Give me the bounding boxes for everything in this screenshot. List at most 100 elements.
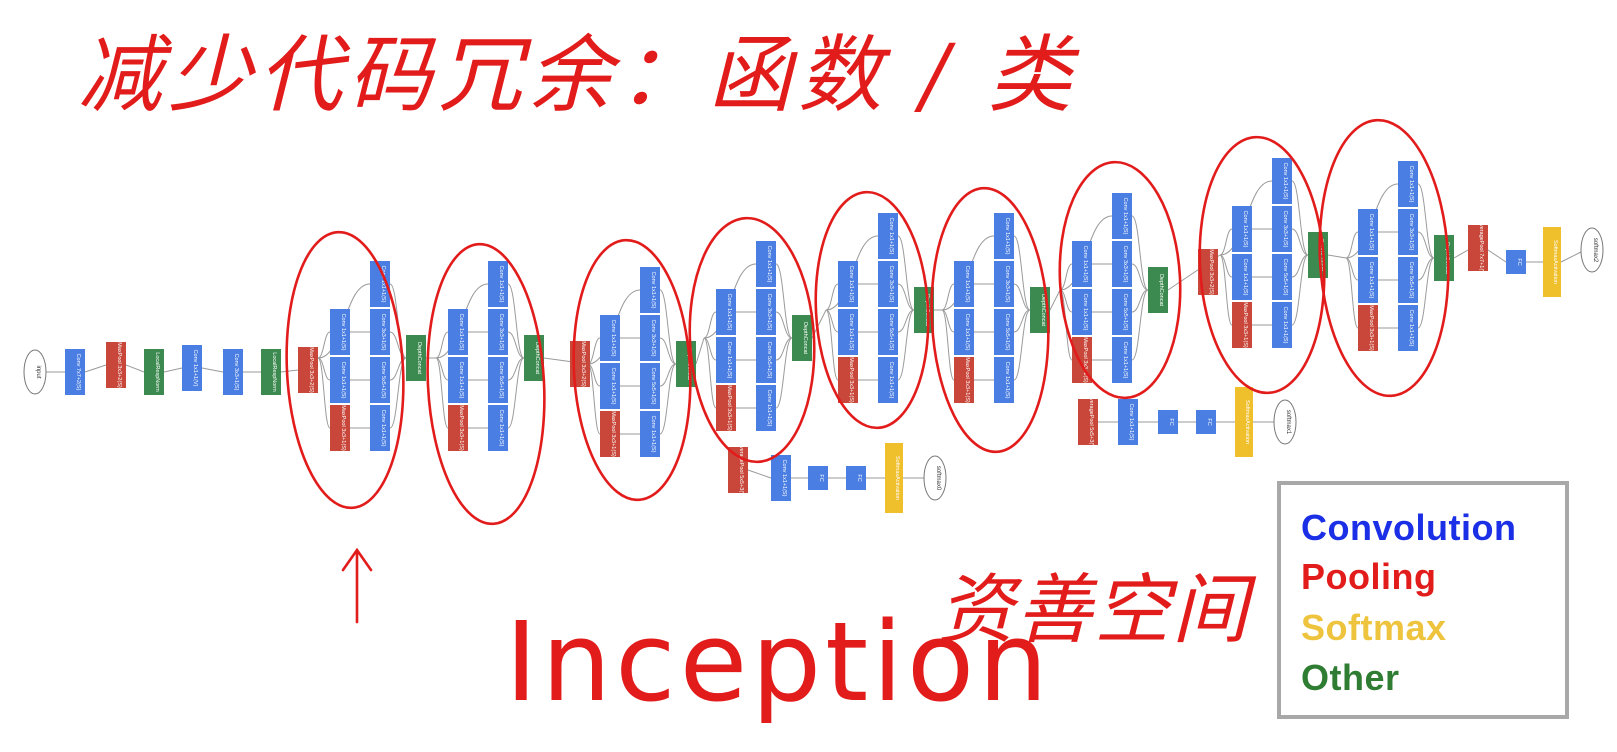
inception-conv-node: Conv 3x3+1(S): [488, 309, 508, 355]
svg-text:Conv 1x1+1(S): Conv 1x1+1(S): [1082, 294, 1088, 331]
edge: [941, 283, 955, 311]
svg-text:LocalRespNorm: LocalRespNorm: [154, 352, 160, 392]
edge: [389, 357, 407, 429]
aux-softmax-node: SoftmaxActivation: [1235, 387, 1253, 457]
depth-concat-node: DepthConcat: [406, 335, 426, 381]
svg-text:FC: FC: [1516, 258, 1522, 265]
module-circle: [1198, 135, 1326, 395]
inception-conv-node: Conv 1x1+1(S): [1112, 193, 1132, 239]
svg-text:Conv 1x1+1(S): Conv 1x1+1(S): [848, 314, 854, 351]
inception-conv-node: Conv 1x1+1(S): [1232, 254, 1252, 300]
svg-text:Conv 1x1+1(S): Conv 1x1+1(S): [1408, 310, 1414, 347]
edge: [1453, 249, 1469, 259]
svg-text:Conv 3x3+1(S): Conv 3x3+1(S): [766, 294, 772, 331]
edge: [659, 363, 677, 435]
svg-text:Conv 1x1+1(S): Conv 1x1+1(S): [650, 416, 656, 453]
inception-conv-node: Conv 5x5+1(S): [756, 337, 776, 383]
edge: [825, 309, 839, 381]
inception-conv-node: Conv 5x5+1(S): [1398, 257, 1418, 303]
edge: [1219, 254, 1233, 326]
svg-text:Conv 1x1+1(S): Conv 1x1+1(S): [1242, 211, 1248, 248]
svg-text:Conv 5x5+1(S): Conv 5x5+1(S): [1282, 259, 1288, 296]
inception-pool-node: MaxPool 3x3+1(S): [1232, 302, 1252, 348]
svg-text:Conv 5x5+1(S): Conv 5x5+1(S): [766, 342, 772, 379]
inception-conv-node: Conv 1x1+1(S): [878, 213, 898, 259]
edge: [435, 357, 449, 429]
edge: [747, 469, 772, 479]
svg-text:Conv 3x3+1(S): Conv 3x3+1(S): [1004, 266, 1010, 303]
aux-fc-node: FC: [808, 466, 828, 490]
svg-text:Conv 1x1+1(S): Conv 1x1+1(S): [964, 266, 970, 303]
inception-conv-node: Conv 1x1+1(S): [1272, 158, 1292, 204]
inception-conv-node: Conv 1x1+1(S): [1398, 161, 1418, 207]
svg-text:Conv 1x1+1(S): Conv 1x1+1(S): [1122, 198, 1128, 235]
inception-conv-node: Conv 1x1+1(S): [488, 261, 508, 307]
inception-conv-node: Conv 5x5+1(S): [994, 309, 1014, 355]
inception-conv-node: Conv 1x1+1(S): [954, 261, 974, 307]
svg-text:DepthConcat: DepthConcat: [534, 342, 540, 375]
aux-fc-node: FC: [1158, 410, 1178, 434]
svg-text:Conv 3x3+1(S): Conv 3x3+1(S): [650, 320, 656, 357]
inception-conv-node: Conv 3x3+1(S): [1272, 206, 1292, 252]
inception-conv-node: Conv 3x3+1(S): [1112, 241, 1132, 287]
inception-pool-node: MaxPool 3x3+1(S): [838, 357, 858, 403]
maxpool-node: MaxPool 3x3+2(S): [1198, 249, 1218, 295]
svg-text:Conv 1x1+1(S): Conv 1x1+1(S): [1368, 262, 1374, 299]
inception-conv-node: Conv 5x5+1(S): [370, 357, 390, 403]
edge: [1560, 251, 1582, 263]
edge: [1131, 215, 1149, 291]
svg-text:Conv 1x1+1(S): Conv 1x1+1(S): [1242, 259, 1248, 296]
legend: Convolution Pooling Softmax Other: [1277, 481, 1569, 719]
inception-pool-node: MaxPool 3x3+1(S): [600, 411, 620, 457]
inception-conv-node: Conv 1x1+1(S): [640, 267, 660, 313]
edge: [703, 337, 717, 409]
legend-pooling: Pooling: [1301, 556, 1437, 597]
aux-conv-node: Conv 1x1+1(S): [771, 455, 791, 501]
svg-text:input: input: [35, 365, 41, 378]
svg-text:Conv 1x1+1(S): Conv 1x1+1(S): [766, 390, 772, 427]
edge: [1327, 254, 1347, 259]
inception-pool-node: MaxPool 3x3+1(S): [330, 405, 350, 451]
svg-text:Conv 1x1+1(S): Conv 1x1+1(S): [848, 266, 854, 303]
final-fc-node: FC: [1506, 250, 1526, 274]
depth-concat-node: DepthConcat: [1030, 287, 1050, 333]
edge: [201, 367, 224, 373]
inception-conv-node: Conv 1x1+1(S): [954, 309, 974, 355]
inception-conv-node: Conv 1x1+1(S): [716, 337, 736, 383]
stem-conv-node: Conv 7x7+2(S): [65, 349, 85, 395]
svg-text:Conv 5x5+1(S): Conv 5x5+1(S): [888, 314, 894, 351]
edge: [1013, 283, 1031, 311]
svg-text:DepthConcat: DepthConcat: [416, 342, 422, 375]
inception-conv-node: Conv 3x3+1(S): [756, 289, 776, 335]
edge: [775, 337, 793, 409]
edge: [1487, 249, 1507, 263]
edge: [163, 367, 183, 373]
svg-text:DepthConcat: DepthConcat: [1040, 294, 1046, 327]
svg-text:FC: FC: [1168, 418, 1174, 425]
inception-conv-node: Conv 1x1+1(S): [370, 405, 390, 451]
svg-text:Conv 5x5+1(S): Conv 5x5+1(S): [650, 368, 656, 405]
inception-conv-node: Conv 1x1+1(S): [640, 411, 660, 457]
edge: [775, 311, 793, 339]
svg-text:Conv 3x3+1(S): Conv 3x3+1(S): [498, 314, 504, 351]
svg-text:Conv 1x1+1(S): Conv 1x1+1(S): [380, 266, 386, 303]
inception-conv-node: Conv 5x5+1(S): [878, 309, 898, 355]
svg-text:Conv 5x5+1(S): Conv 5x5+1(S): [1122, 294, 1128, 331]
svg-text:Conv 1x1+1(S): Conv 1x1+1(S): [1282, 307, 1288, 344]
depth-concat-node: DepthConcat: [1148, 267, 1168, 313]
svg-text:Conv 1x1+1(S): Conv 1x1+1(S): [781, 460, 787, 497]
edge: [1059, 263, 1073, 291]
inception-conv-node: Conv 3x3+1(S): [1398, 209, 1418, 255]
svg-text:FC: FC: [856, 474, 862, 481]
edge: [435, 331, 449, 359]
inception-conv-node: Conv 1x1+1(S): [448, 309, 468, 355]
edge: [1345, 231, 1359, 259]
aux-conv-node: Conv 1x1+1(S): [1118, 399, 1138, 445]
svg-text:AveragePool 5x5+3(V): AveragePool 5x5+3(V): [738, 442, 744, 498]
svg-text:MaxPool 3x3+1(S): MaxPool 3x3+1(S): [610, 411, 616, 457]
svg-text:Conv 1x1+1(S): Conv 1x1+1(S): [610, 320, 616, 357]
svg-text:Conv 1x1+1(S): Conv 1x1+1(S): [1368, 214, 1374, 251]
inception-conv-node: Conv 1x1+1(S): [994, 213, 1014, 259]
inception-conv-node: Conv 1x1+1(S): [488, 405, 508, 451]
handwritten-resource-note: 资善空间: [938, 565, 1250, 654]
